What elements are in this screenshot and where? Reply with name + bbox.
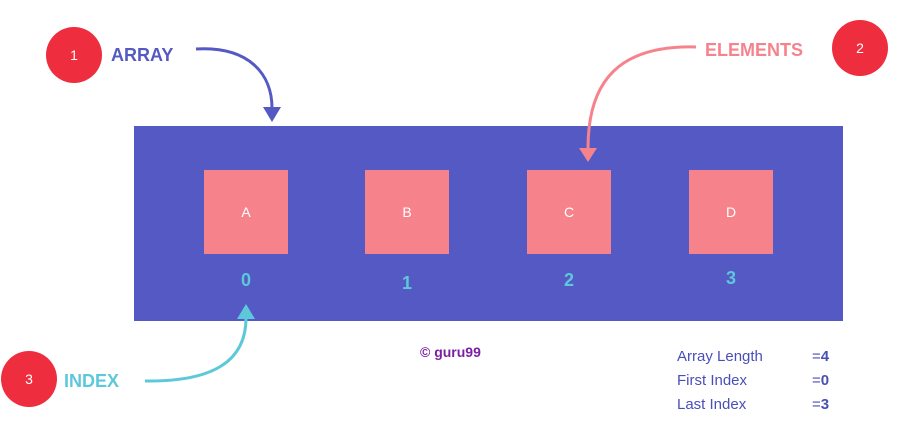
callout-label-array: ARRAY <box>111 45 174 65</box>
info-row-length: Array Length = 4 <box>677 345 829 369</box>
array-index-0: 0 <box>240 270 251 290</box>
info-row-first-index: First Index = 0 <box>677 369 829 393</box>
array-arrowhead <box>263 107 281 122</box>
array-element-b: B <box>365 170 449 254</box>
callout-badge-index: 3 <box>1 351 57 407</box>
callout-label-elements: ELEMENTS <box>705 40 804 60</box>
watermark: © guru99 <box>420 344 481 360</box>
index-arrow <box>144 317 248 383</box>
info-value: 3 <box>820 396 830 413</box>
info-name: Last Index <box>677 396 747 413</box>
array-element-c: C <box>527 170 611 254</box>
info-equals: = <box>812 372 821 389</box>
info-value: 4 <box>820 348 830 365</box>
callout-badge-array: 1 <box>46 27 102 83</box>
info-row-last-index: Last Index = 3 <box>677 393 829 417</box>
index-arrowhead <box>237 304 255 319</box>
callout-label-index: INDEX <box>64 371 120 391</box>
info-name: First Index <box>677 372 748 389</box>
elements-arrowhead <box>579 148 597 162</box>
info-equals: = <box>812 348 821 365</box>
info-value: 0 <box>820 372 830 389</box>
callout-badge-elements: 2 <box>832 20 888 76</box>
array-arrow <box>195 47 274 109</box>
array-box: A B C D 0 1 2 3 <box>134 126 843 321</box>
array-index-2: 2 <box>563 270 574 290</box>
info-name: Array Length <box>677 348 763 365</box>
info-equals: = <box>812 396 821 413</box>
array-index-3: 3 <box>725 268 736 288</box>
elements-arrow <box>586 45 697 149</box>
array-info: Array Length = 4 First Index = 0 Last Inde… <box>677 345 829 417</box>
array-element-a: A <box>204 170 288 254</box>
array-index-1: 1 <box>401 273 412 293</box>
array-element-d: D <box>689 170 773 254</box>
